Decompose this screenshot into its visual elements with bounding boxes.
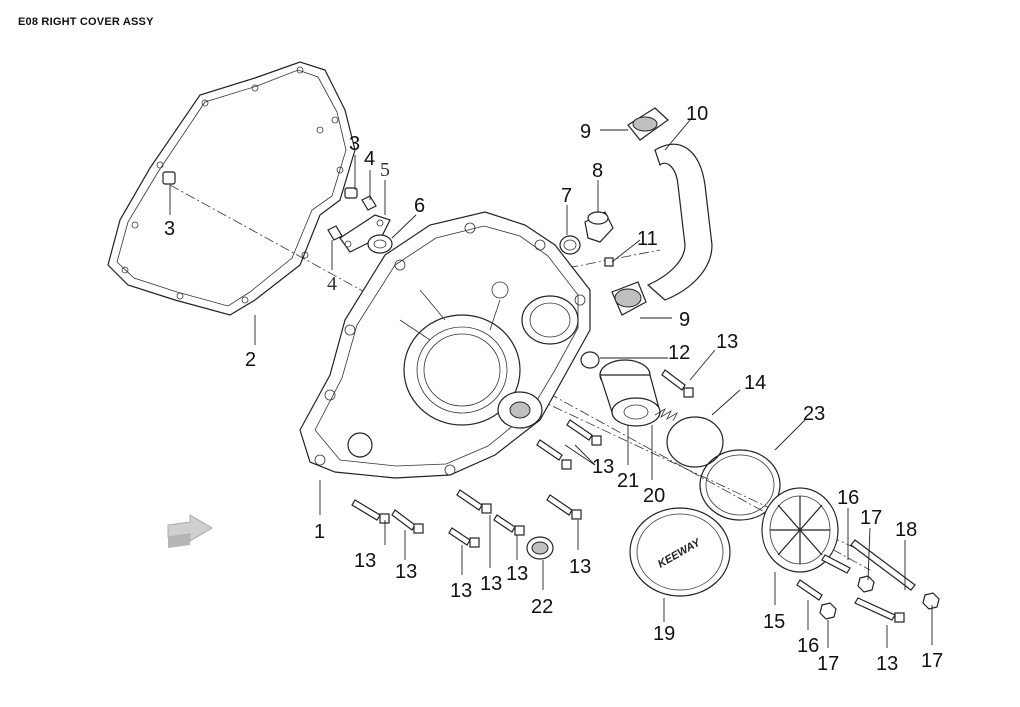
decorative-cover-part: KEEWAY — [629, 507, 731, 597]
large-o-ring-part — [666, 416, 724, 468]
hose-clamp-part — [627, 107, 669, 141]
label-part-13: 13 — [876, 653, 898, 675]
label-part-21: 21 — [617, 470, 639, 492]
label-part-22: 22 — [531, 596, 553, 618]
label-part-13: 13 — [354, 550, 376, 572]
label-part-13: 13 — [569, 556, 591, 578]
label-part-13: 13 — [716, 331, 738, 353]
bracket-plate-part — [339, 214, 391, 253]
diagram-title: E08 RIGHT COVER ASSY — [18, 16, 154, 28]
label-part-13: 13 — [592, 456, 614, 478]
label-part-5: 5 — [380, 159, 390, 181]
gasket-part — [107, 61, 356, 316]
dowel-pin-part — [344, 187, 358, 199]
label-part-17: 17 — [860, 507, 882, 529]
label-part-16: 16 — [837, 487, 859, 509]
filler-cap-part — [584, 211, 614, 243]
label-part-1: 1 — [314, 521, 325, 543]
pin-part — [604, 257, 614, 267]
plug-part — [526, 536, 554, 560]
oil-seal-part — [367, 234, 393, 254]
bolt-part — [351, 369, 905, 623]
label-part-17: 17 — [921, 650, 943, 672]
label-part-20: 20 — [643, 485, 665, 507]
label-part-2: 2 — [245, 349, 256, 371]
hose-part — [646, 143, 713, 301]
label-part-11: 11 — [637, 228, 658, 250]
label-part-12: 12 — [668, 342, 690, 364]
filter-cover-part — [761, 487, 839, 573]
label-part-23: 23 — [803, 403, 825, 425]
spring-part — [654, 407, 678, 422]
o-ring-part — [580, 351, 600, 369]
leader-lines — [169, 119, 933, 648]
direction-arrow-icon — [167, 514, 213, 548]
label-part-9: 9 — [580, 121, 591, 143]
small-bolt-part — [327, 195, 377, 241]
label-part-16: 16 — [797, 635, 819, 657]
cover-gasket-part — [699, 449, 781, 521]
stud-bolt-part — [796, 539, 916, 601]
dowel-pin-part — [162, 171, 176, 185]
hose-clamp-part — [611, 281, 647, 316]
label-part-14: 14 — [744, 372, 766, 394]
label-part-13: 13 — [506, 563, 528, 585]
label-part-6: 6 — [414, 195, 425, 217]
label-part-8: 8 — [592, 160, 603, 182]
label-part-10: 10 — [686, 103, 708, 125]
label-part-19: 19 — [653, 623, 675, 645]
label-part-13: 13 — [395, 561, 417, 583]
label-part-13: 13 — [480, 573, 502, 595]
label-part-4: 4 — [364, 148, 375, 170]
label-part-4: 4 — [327, 273, 337, 295]
oil-filter-part — [599, 359, 661, 427]
label-part-15: 15 — [763, 611, 785, 633]
label-part-7: 7 — [561, 185, 572, 207]
label-part-3: 3 — [349, 133, 360, 155]
right-cover-part — [299, 211, 591, 479]
o-ring-part — [559, 235, 581, 255]
label-part-18: 18 — [895, 519, 917, 541]
label-part-9: 9 — [679, 309, 690, 331]
label-part-3: 3 — [164, 218, 175, 240]
label-part-17: 17 — [817, 653, 839, 675]
label-part-13: 13 — [450, 580, 472, 602]
